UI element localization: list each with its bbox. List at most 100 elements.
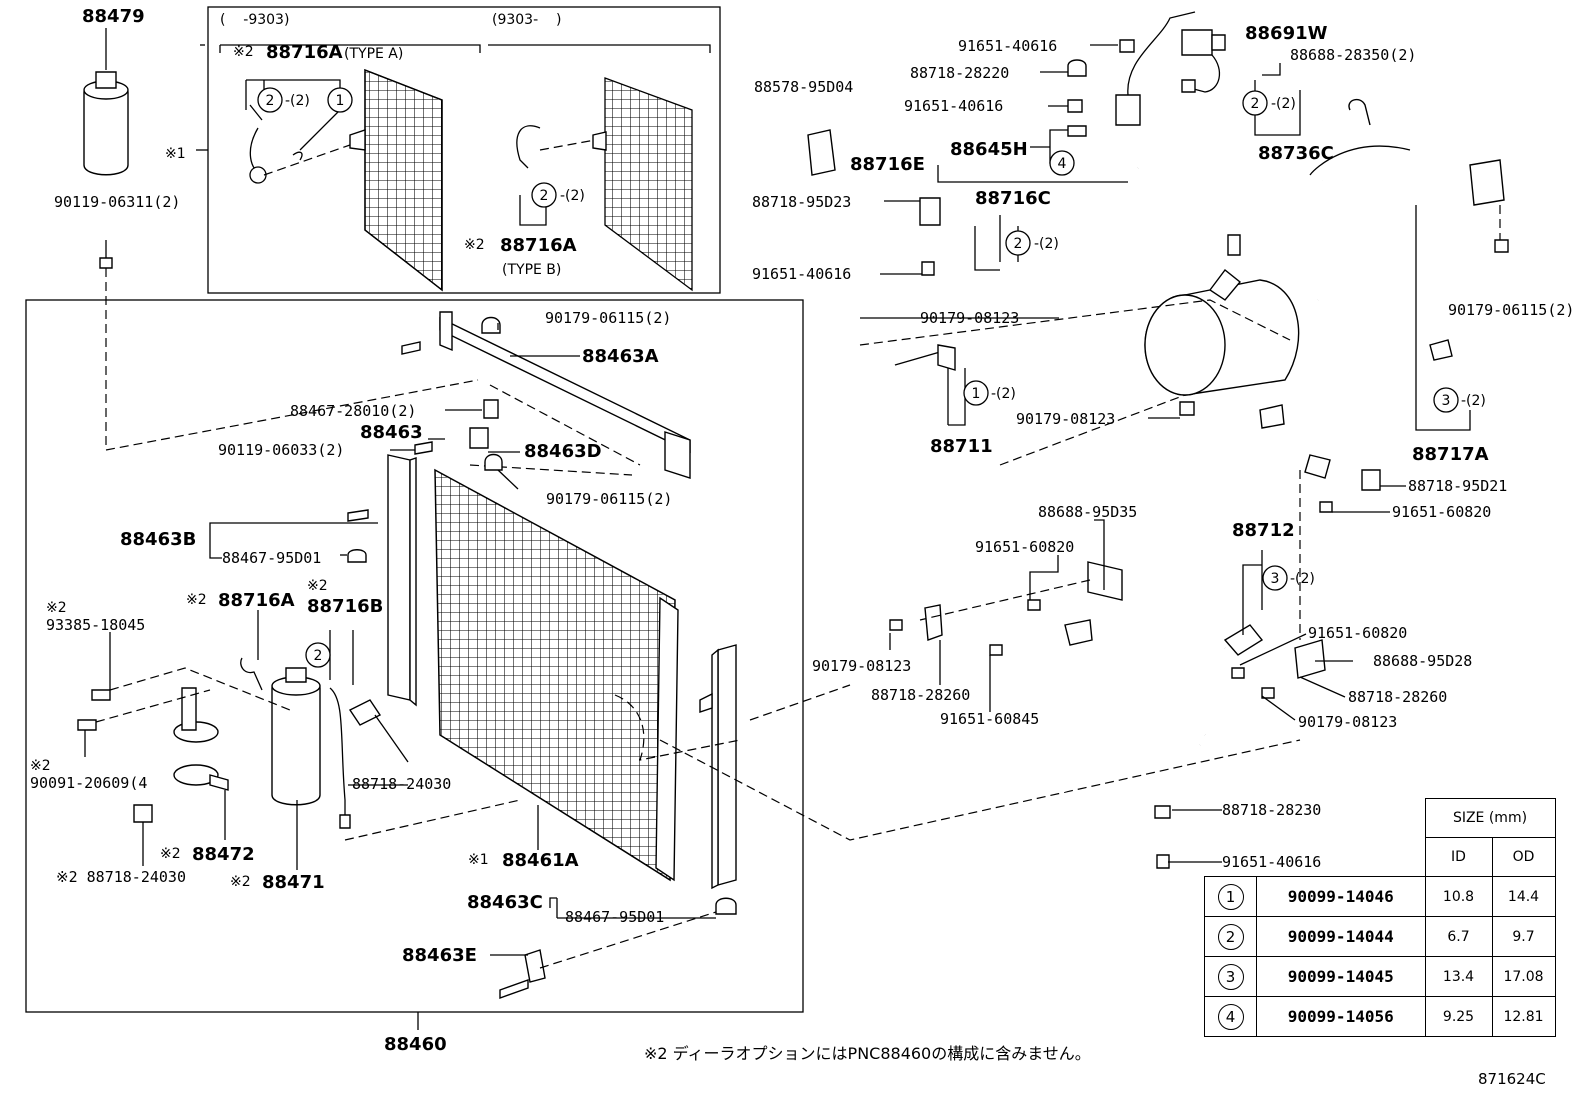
label-88688-28350: 88688-28350(2): [1290, 46, 1416, 64]
label-88718-28260-a: 88718-28260: [871, 686, 970, 704]
label-88718-95D23: 88718-95D23: [752, 193, 851, 211]
callout-2: 2: [266, 93, 275, 109]
table-code: 90099-14046: [1256, 876, 1426, 917]
label-91651-60820-c: 91651-60820: [1308, 624, 1407, 642]
receiver-88471: [271, 667, 321, 806]
table-mark: 4: [1217, 1003, 1244, 1030]
size-table-col-od: OD: [1491, 837, 1556, 877]
table-id: 13.4: [1424, 956, 1493, 997]
label-88467-28010: 88467-28010(2): [290, 402, 416, 420]
size-table-col-id: ID: [1424, 837, 1493, 877]
label-88463C: 88463C: [467, 892, 543, 913]
label-88463D: 88463D: [524, 441, 602, 462]
label-88718-95D21: 88718-95D21: [1408, 477, 1507, 495]
label-90119-06033: 90119-06033(2): [218, 441, 344, 459]
receiver-bracket-88472: [173, 687, 229, 791]
callout-4: 4: [1058, 156, 1067, 172]
bolt-90119-06311: [99, 240, 113, 269]
dealer-option-note: ※2 ディーラオプションにはPNC88460の構成に含みません。: [644, 1044, 1091, 1063]
label-ref2-a: ※2: [233, 44, 254, 60]
label-qty-c: -(2): [1034, 236, 1059, 252]
callout-3: 3: [1271, 571, 1280, 587]
label-qty-f: -(2): [1461, 393, 1486, 409]
table-od: 17.08: [1491, 956, 1556, 997]
label-88578-95D04: 88578-95D04: [754, 78, 853, 96]
label-88716E: 88716E: [850, 154, 925, 175]
table-code: 90099-14044: [1256, 916, 1426, 957]
label-88716B: 88716B: [307, 596, 383, 617]
upper-support-88463A: [439, 311, 691, 479]
figure-number: 871624C: [1478, 1070, 1546, 1088]
label-90119-06311: 90119-06311(2): [54, 193, 180, 211]
table-od: 12.81: [1491, 996, 1556, 1037]
label-ref1-inset: ※1: [165, 146, 186, 162]
label-88463B: 88463B: [120, 529, 196, 550]
label-90179-08123-d: 90179-08123: [1298, 713, 1397, 731]
label-88479: 88479: [82, 6, 145, 27]
side-bracket-88463C: [711, 644, 737, 890]
table-row: 2 90099-14044 6.7 9.7: [1204, 916, 1556, 957]
label-88460: 88460: [384, 1034, 447, 1055]
label-88467-95D01-a: 88467-95D01: [222, 549, 321, 567]
label-88688-95D35: 88688-95D35: [1038, 503, 1137, 521]
label-range-after: (9303- ): [492, 12, 561, 28]
label-88712: 88712: [1232, 520, 1295, 541]
label-90179-08123-c: 90179-08123: [812, 657, 911, 675]
label-88711: 88711: [930, 436, 993, 457]
label-90179-08123-a: 90179-08123: [920, 309, 1019, 327]
compressor: [1144, 269, 1300, 396]
label-qty-e: -(2): [991, 386, 1016, 402]
label-91651-40616-c: 91651-40616: [752, 265, 851, 283]
inset-condenser-type-b: [592, 77, 693, 292]
oring-callouts: [257, 87, 1459, 668]
label-90179-08123-b: 90179-08123: [1016, 410, 1115, 428]
callout-2: 2: [314, 648, 323, 664]
table-code: 90099-14045: [1256, 956, 1426, 997]
table-od: 9.7: [1491, 916, 1556, 957]
label-91651-40616-a: 91651-40616: [958, 37, 1057, 55]
label-ref2-88471: ※2: [230, 874, 251, 890]
label-88718-24030-b: ※2 88718-24030: [56, 868, 186, 886]
label-91651-40616-d: 91651-40616: [1222, 853, 1321, 871]
table-row: 3 90099-14045 13.4 17.08: [1204, 956, 1556, 997]
label-90179-06115-b: 90179-06115(2): [546, 490, 672, 508]
oring-size-table: SIZE (mm) ID OD 1 90099-14046 10.8 14.4 …: [1204, 798, 1556, 1037]
label-88463: 88463: [360, 422, 423, 443]
table-id: 6.7: [1424, 916, 1493, 957]
label-type-a: (TYPE A): [344, 46, 403, 62]
table-code: 90099-14056: [1256, 996, 1426, 1037]
label-ref2-88716A: ※2: [186, 592, 207, 608]
label-88718-28220: 88718-28220: [910, 64, 1009, 82]
callout-3: 3: [1442, 393, 1451, 409]
label-88463A: 88463A: [582, 346, 659, 367]
label-88736C: 88736C: [1258, 143, 1334, 164]
table-row: 1 90099-14046 10.8 14.4: [1204, 876, 1556, 917]
label-88718-28260-b: 88718-28260: [1348, 688, 1447, 706]
size-table-header: SIZE (mm): [1424, 798, 1556, 838]
label-qty-b: -(2): [560, 188, 585, 204]
callout-1: 1: [972, 386, 981, 402]
label-88716A-left: 88716A: [218, 590, 295, 611]
callout-2: 2: [1014, 236, 1023, 252]
receiver-88479: [83, 71, 129, 176]
label-88688-95D28: 88688-95D28: [1373, 652, 1472, 670]
callout-2: 2: [1251, 96, 1260, 112]
callout-2: 2: [540, 188, 549, 204]
table-od: 14.4: [1491, 876, 1556, 917]
label-88463E: 88463E: [402, 945, 477, 966]
label-91651-40616-b: 91651-40616: [904, 97, 1003, 115]
discharge-hose-88711: [885, 344, 1207, 737]
label-88718-24030-a: 88718-24030: [352, 775, 451, 793]
label-ref2-93385: ※2: [46, 600, 67, 616]
label-91651-60820-b: 91651-60820: [975, 538, 1074, 556]
side-bracket-88463B: [387, 454, 417, 707]
label-ref1-88461A: ※1: [468, 852, 489, 868]
label-88716C: 88716C: [975, 188, 1051, 209]
label-88471: 88471: [262, 872, 325, 893]
label-88718-28230: 88718-28230: [1222, 801, 1321, 819]
label-88717A: 88717A: [1412, 444, 1489, 465]
label-90179-06115-a: 90179-06115(2): [545, 309, 671, 327]
label-90091-20609: 90091-20609(4: [30, 774, 147, 792]
label-ref2-90091: ※2: [30, 758, 51, 774]
label-91651-60845: 91651-60845: [940, 710, 1039, 728]
